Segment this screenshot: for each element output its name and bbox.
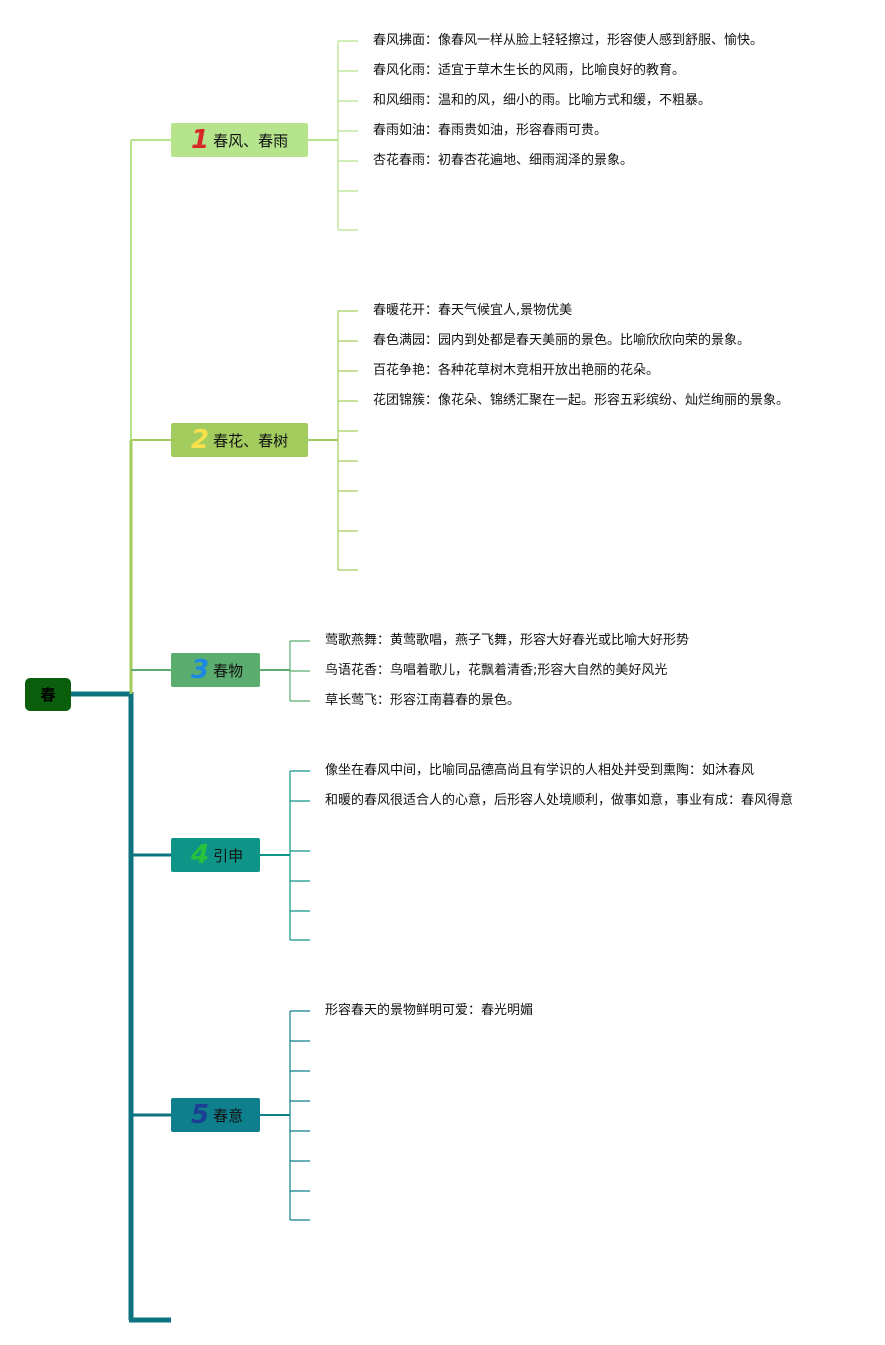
branch-number-icon: 3 xyxy=(191,655,210,685)
leaf-text: 像坐在春风中间，比喻同品德高尚且有学识的人相处并受到熏陶：如沐春风 xyxy=(325,763,755,778)
branch-label: 引申 xyxy=(213,846,244,865)
leaf-text: 形容春天的景物鲜明可爱：春光明媚 xyxy=(325,1003,534,1018)
leaf-text: 杏花春雨：初春杏花遍地、细雨润泽的景象。 xyxy=(373,153,634,168)
leaf-text: 草长莺飞：形容江南暮春的景色。 xyxy=(325,693,521,708)
leaf-text: 鸟语花香：鸟唱着歌儿，花飘着清香;形容大自然的美好风光 xyxy=(325,663,668,678)
branch-number-icon: 5 xyxy=(191,1100,210,1130)
branch-number-icon: 1 xyxy=(191,125,210,155)
branch-label: 春风、春雨 xyxy=(213,131,289,150)
leaf-text: 和风细雨：温和的风，细小的雨。比喻方式和缓，不粗暴。 xyxy=(373,93,712,108)
leaf-text: 春风拂面：像春风一样从脸上轻轻擦过，形容使人感到舒服、愉快。 xyxy=(373,33,764,48)
leaf-text: 和暖的春风很适合人的心意，后形容人处境顺利，做事如意，事业有成：春风得意 xyxy=(325,793,794,808)
leaf-text: 百花争艳：各种花草树木竞相开放出艳丽的花朵。 xyxy=(373,363,660,378)
leaf-text: 春色满园：园内到处都是春天美丽的景色。比喻欣欣向荣的景象。 xyxy=(373,333,751,348)
leaf-text: 春风化雨：适宜于草木生长的风雨，比喻良好的教育。 xyxy=(373,63,686,78)
leaf-text: 莺歌燕舞：黄莺歌唱，燕子飞舞，形容大好春光或比喻大好形势 xyxy=(325,633,690,648)
branch-label: 春意 xyxy=(213,1106,244,1125)
root-node[interactable]: 春 xyxy=(25,678,71,711)
branch-number-icon: 2 xyxy=(191,425,210,455)
leaf-text: 春雨如油：春雨贵如油，形容春雨可贵。 xyxy=(373,123,608,138)
branch-label: 春物 xyxy=(213,661,244,680)
leaf-text: 花团锦簇：像花朵、锦绣汇聚在一起。形容五彩缤纷、灿烂绚丽的景象。 xyxy=(373,393,790,408)
branch-number-icon: 4 xyxy=(191,840,210,870)
leaf-text: 春暖花开：春天气候宜人,景物优美 xyxy=(373,303,573,318)
root-label: 春 xyxy=(40,686,56,704)
branch-label: 春花、春树 xyxy=(213,431,289,450)
